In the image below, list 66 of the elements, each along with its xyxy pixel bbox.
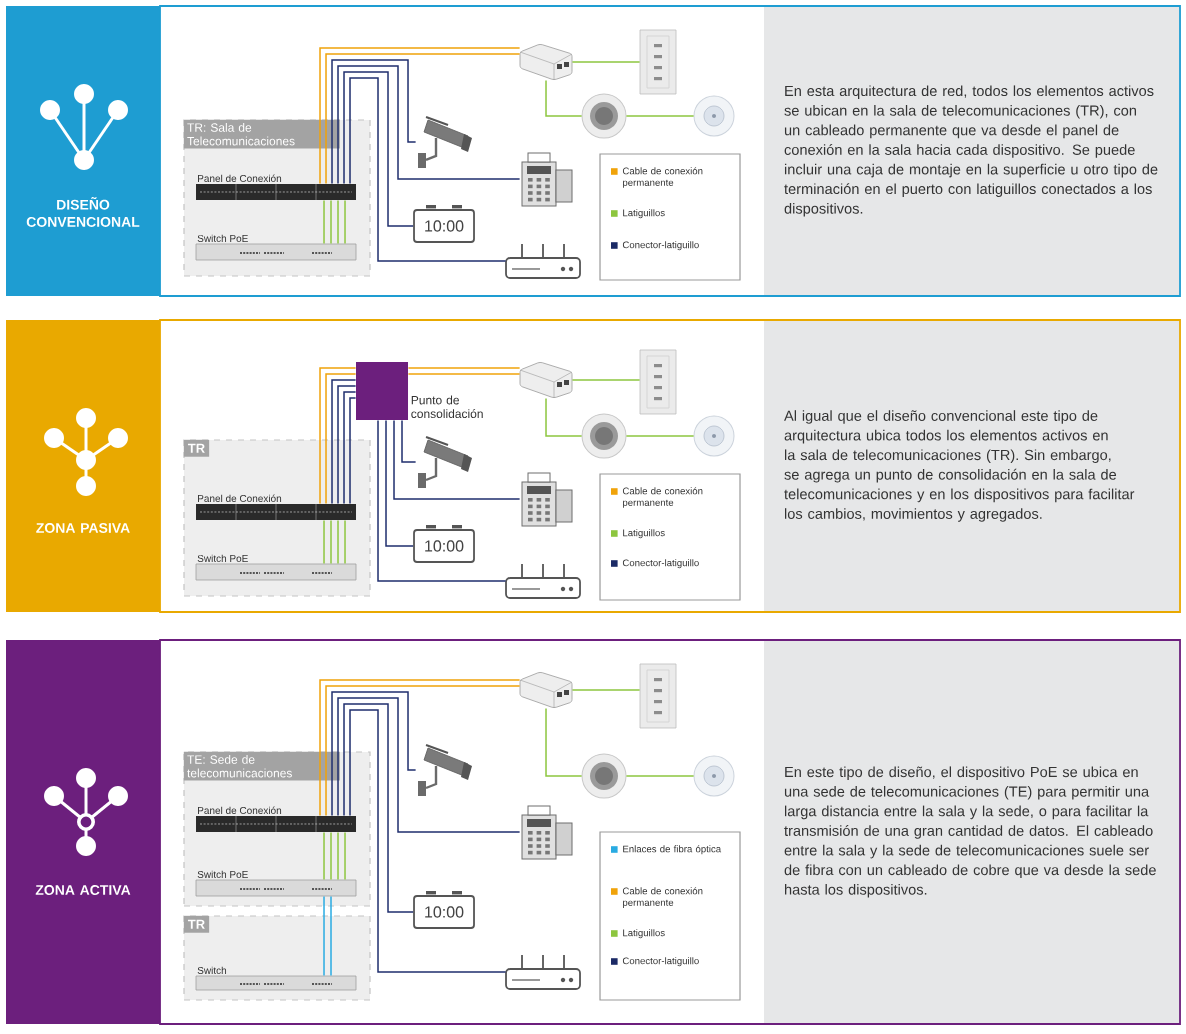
router-drawing (505, 243, 581, 279)
cable (337, 199, 339, 245)
cable (323, 831, 325, 881)
camera-drawing (418, 744, 472, 796)
cable (337, 831, 339, 881)
router-drawing (505, 954, 581, 990)
cable (331, 691, 417, 817)
cable (323, 519, 325, 565)
surface-box-drawing (519, 672, 573, 709)
cable (545, 707, 583, 777)
wall-plate-drawing (639, 29, 677, 95)
cable (330, 519, 332, 565)
cable (344, 199, 346, 245)
payment-terminal-drawing (521, 152, 573, 207)
cable (323, 199, 325, 245)
payment-terminal-drawing (521, 472, 573, 527)
cable (331, 379, 357, 505)
cable (330, 199, 332, 245)
cable (545, 79, 583, 117)
cable (331, 59, 417, 185)
ceiling-sensor-drawing (693, 415, 735, 457)
cable (325, 373, 357, 505)
cable (393, 419, 521, 500)
cable (401, 419, 417, 463)
cable (571, 379, 641, 381)
camera-drawing (418, 116, 472, 168)
cable (625, 775, 695, 777)
cable (319, 367, 357, 505)
cable (349, 709, 507, 973)
camera-drawing (418, 436, 472, 488)
cable (571, 61, 641, 63)
clock-display: 10:00 (413, 525, 475, 563)
cable (343, 391, 357, 505)
cable (330, 831, 332, 881)
cable (323, 895, 325, 977)
cable (349, 397, 357, 505)
surface-box-drawing (519, 362, 573, 399)
cable (571, 689, 641, 691)
cable (337, 385, 357, 505)
cable (545, 397, 583, 437)
cable (625, 435, 695, 437)
cable (344, 519, 346, 565)
router-drawing (505, 563, 581, 599)
cable (343, 703, 414, 913)
surface-box-drawing (519, 44, 573, 81)
ceiling-speaker-drawing (581, 753, 627, 799)
wall-plate-drawing (639, 349, 677, 415)
clock-display: 10:00 (413, 891, 475, 929)
cable (349, 77, 507, 262)
payment-terminal-drawing (521, 805, 573, 860)
wall-plate-drawing (639, 663, 677, 729)
ceiling-speaker-drawing (581, 413, 627, 459)
cable (407, 367, 521, 369)
cable (625, 115, 695, 117)
ceiling-sensor-drawing (693, 755, 735, 797)
cable (337, 697, 521, 833)
ceiling-sensor-drawing (693, 95, 735, 137)
cable (385, 419, 414, 547)
cable (337, 519, 339, 565)
cable (344, 831, 346, 881)
cable (343, 71, 414, 227)
clock-display: 10:00 (413, 205, 475, 243)
cable (407, 373, 521, 375)
ceiling-speaker-drawing (581, 93, 627, 139)
cable (330, 895, 332, 977)
cable (377, 419, 507, 582)
